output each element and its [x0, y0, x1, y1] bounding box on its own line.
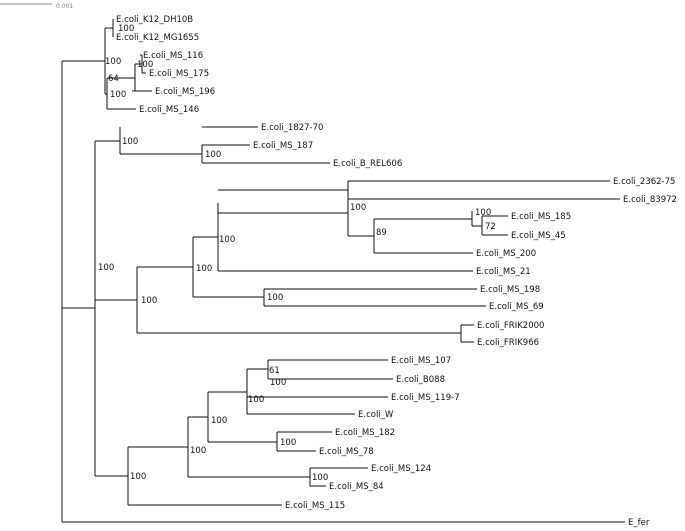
bootstrap-value: 100	[267, 293, 283, 303]
bootstrap-value: 100	[110, 90, 126, 100]
bootstrap-value: 100	[475, 208, 491, 218]
leaf-label: E.coli_MS_119-7	[391, 393, 460, 403]
leaf-label: E.coli_MS_196	[155, 87, 215, 97]
leaf-label: E.coli_MS_175	[149, 69, 209, 79]
bootstrap-value: 89	[376, 228, 387, 238]
leaf-label: E.coli_MS_187	[253, 141, 313, 151]
leaf-label: E.coli_MS_198	[480, 285, 540, 295]
leaf-label: E.coli_MS_124	[371, 464, 431, 474]
leaf-label: E.coli_W	[358, 410, 394, 420]
leaf-label: E.coli_MS_115	[285, 501, 345, 511]
bootstrap-value: 72	[485, 222, 496, 232]
bootstrap-value: 100	[105, 57, 121, 67]
bootstrap-value: 100	[190, 446, 206, 456]
leaf-label: E.coli_B088	[396, 375, 445, 385]
bootstrap-value: 100	[141, 296, 157, 306]
bootstrap-value: 100	[130, 472, 146, 482]
tree-branches	[0, 3, 625, 523]
leaf-label: E.coli_MS_200	[476, 249, 536, 259]
leaf-label: E.coli_MS_78	[319, 447, 374, 457]
bootstrap-value: 100	[137, 60, 153, 70]
tree-labels: 0.001 100 100 100 64 100 100 100 100 100 100 72 89 10…	[56, 3, 677, 528]
leaf-label: E.coli_MS_116	[143, 51, 203, 61]
leaf-label: E.coli_MS_69	[489, 302, 544, 312]
bootstrap-value: 64	[108, 74, 119, 84]
leaf-label: E.coli_MS_182	[335, 428, 395, 438]
leaf-label: E.coli_MS_84	[329, 482, 384, 492]
leaf-label: E.coli_MS_21	[476, 267, 531, 277]
leaf-label: E.coli_K12_DH10B	[116, 15, 193, 25]
bootstrap-value: 100	[122, 137, 138, 147]
leaf-label: E.coli_B_REL606	[333, 159, 402, 169]
bootstrap-value: 100	[350, 203, 366, 213]
leaf-label: E.coli_MS_146	[139, 105, 199, 115]
scale-bar-label: 0.001	[56, 3, 73, 10]
leaf-label: E.coli_2362-75	[613, 177, 675, 187]
bootstrap-value: 100	[196, 264, 212, 274]
leaf-label: E.coli_MS_45	[511, 231, 566, 241]
leaf-label: E.coli_1827-70	[261, 123, 323, 133]
bootstrap-value: 100	[219, 235, 235, 245]
leaf-label: E.coli_MS_107	[391, 356, 451, 366]
leaf-label: E_fer	[628, 518, 650, 528]
bootstrap-value: 100	[248, 395, 264, 405]
bootstrap-value: 100	[270, 378, 286, 388]
leaf-label: E.coli_FRIK2000	[477, 321, 544, 331]
bootstrap-value: 100	[205, 150, 221, 160]
bootstrap-value: 100	[211, 416, 227, 426]
bootstrap-value: 100	[312, 473, 328, 483]
bootstrap-value: 100	[98, 263, 114, 273]
bootstrap-value: 61	[269, 366, 280, 376]
leaf-label: E.coli_MS_185	[511, 212, 571, 222]
bootstrap-value: 100	[280, 438, 296, 448]
bootstrap-value: 100	[118, 24, 134, 34]
leaf-label: E.coli_83972	[623, 195, 677, 205]
leaf-label: E.coli_FRIK966	[477, 338, 539, 348]
leaf-label: E.coli_K12_MG1655	[116, 33, 199, 43]
